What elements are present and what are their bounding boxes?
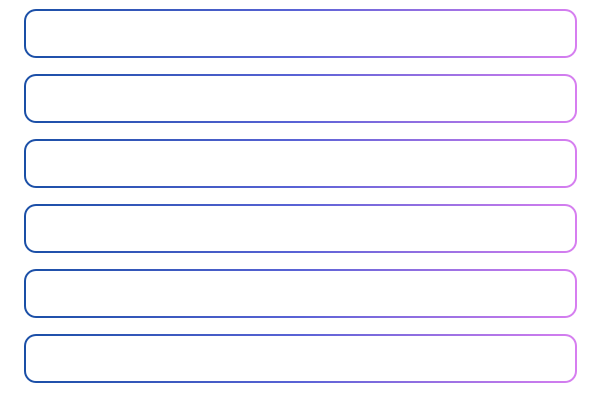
field-1[interactable] [24, 9, 577, 58]
field-2[interactable] [24, 74, 577, 123]
field-3[interactable] [24, 139, 577, 188]
field-6[interactable] [24, 334, 577, 383]
field-5[interactable] [24, 269, 577, 318]
field-4[interactable] [24, 204, 577, 253]
